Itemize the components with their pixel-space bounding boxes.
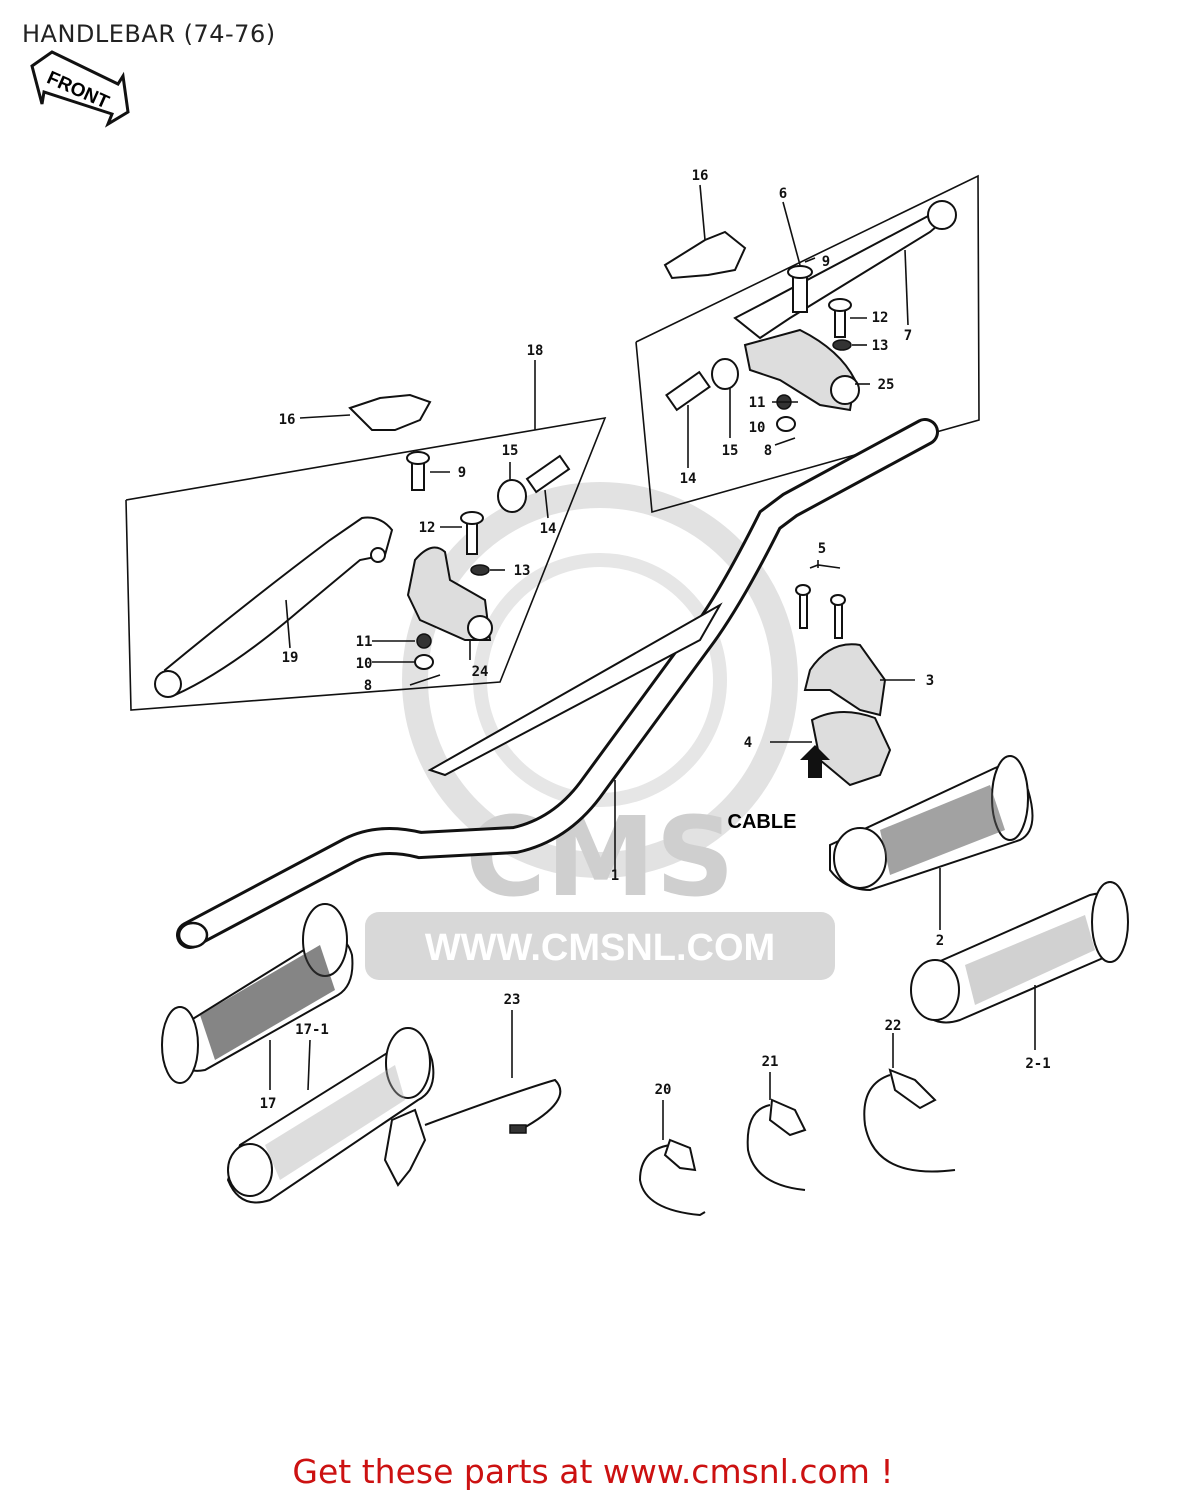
callout-3: 3 (926, 673, 934, 689)
callout-20: 20 (655, 1082, 672, 1098)
cable-clamps (638, 1033, 956, 1217)
callout-10-top: 10 (749, 420, 766, 436)
kill-switch (383, 1010, 562, 1187)
page-title: HANDLEBAR (74-76) (22, 20, 276, 48)
throttle-housing: CABLE (728, 560, 915, 833)
callout-10-left: 10 (356, 656, 373, 672)
callout-22: 22 (885, 1018, 902, 1034)
callout-24: 24 (472, 664, 489, 680)
callout-17: 17 (260, 1096, 277, 1112)
callout-13-top: 13 (872, 338, 889, 354)
left-grip-alt (226, 1027, 435, 1204)
callout-12-left: 12 (419, 520, 436, 536)
callout-23: 23 (504, 992, 521, 1008)
watermark-logo: CMS (465, 793, 734, 921)
callout-1: 1 (611, 868, 619, 884)
watermark-url: WWW.CMSNL.COM (425, 927, 775, 969)
callout-labels: 16 6 9 7 12 13 25 11 10 8 15 14 18 16 9 … (260, 168, 1051, 1112)
throttle-grip-alt (910, 881, 1129, 1050)
throttle-grip (829, 755, 1034, 930)
callout-14-top: 14 (680, 471, 697, 487)
left-grip (161, 903, 354, 1090)
callout-19: 19 (282, 650, 299, 666)
callout-12-top: 12 (872, 310, 889, 326)
callout-4: 4 (744, 735, 752, 751)
callout-2: 2 (936, 933, 944, 949)
callout-11-left: 11 (356, 634, 373, 650)
callout-8-top: 8 (764, 443, 772, 459)
callout-15-left: 15 (502, 443, 519, 459)
callout-8-left: 8 (364, 678, 372, 694)
footer-parts-link[interactable]: Get these parts at www.cmsnl.com ! (292, 1452, 894, 1491)
callout-25: 25 (878, 377, 895, 393)
left-lever-assembly (125, 360, 607, 711)
handlebar (176, 418, 939, 949)
callout-9-top: 9 (822, 254, 830, 270)
front-arrow-icon: FRONT (30, 50, 130, 128)
right-lever-assembly (635, 174, 980, 514)
callout-9-left: 9 (458, 465, 466, 481)
callout-2-1: 2-1 (1025, 1056, 1050, 1072)
watermark: CMS WWW.CMSNL.COM (365, 482, 835, 980)
cable-label: CABLE (728, 811, 797, 833)
callout-16-top: 16 (692, 168, 709, 184)
callout-14-left: 14 (540, 521, 557, 537)
callout-5: 5 (818, 541, 826, 557)
parts-diagram: CMS WWW.CMSNL.COM FRONT (30, 50, 1129, 1217)
callout-11-top: 11 (749, 395, 766, 411)
callout-17-1: 17-1 (295, 1022, 329, 1038)
callout-18: 18 (527, 343, 544, 359)
callout-15-top: 15 (722, 443, 739, 459)
callout-21: 21 (762, 1054, 779, 1070)
callout-16-left: 16 (279, 412, 296, 428)
callout-13-left: 13 (514, 563, 531, 579)
callout-6: 6 (779, 186, 787, 202)
callout-7: 7 (904, 328, 912, 344)
